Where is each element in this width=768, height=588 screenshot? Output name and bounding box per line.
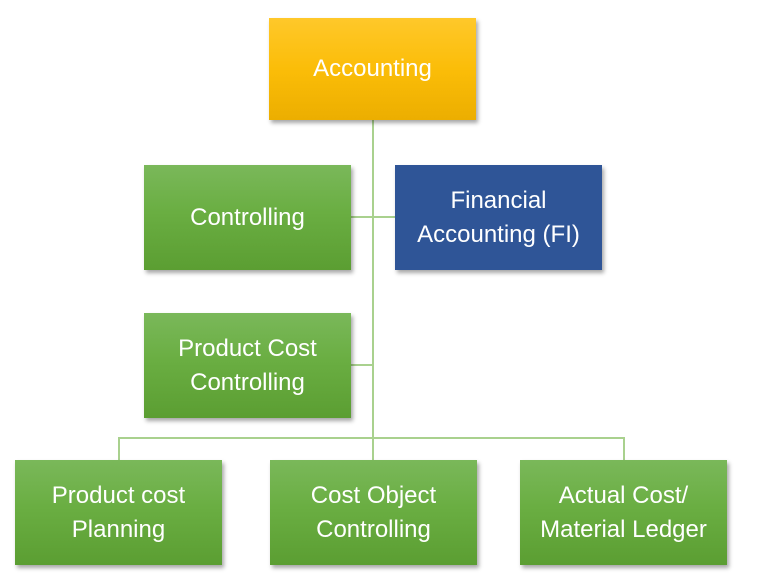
node-label-line2: Planning	[71, 515, 166, 543]
cost-object-controlling-node: Cost Object Controlling	[270, 460, 477, 565]
product-cost-controlling-node: Product Cost Controlling	[144, 313, 351, 418]
actual-cost-material-ledger-node: Actual Cost/ Material Ledger	[520, 460, 727, 565]
product-cost-controlling-connector	[351, 364, 373, 366]
controlling-node: Controlling	[144, 165, 351, 270]
node-label: Controlling	[190, 203, 305, 231]
node-label-line2: Controlling	[190, 368, 305, 396]
node-label-line2: Material Ledger	[540, 515, 707, 543]
node-label-line1: Cost Object	[310, 481, 437, 509]
leaves-bus-connector	[118, 437, 625, 439]
leaf1-connector	[118, 437, 120, 460]
node-label-line1: Product Cost	[178, 334, 317, 362]
node-label: Accounting	[313, 55, 432, 82]
node-label-line1: Actual Cost/	[558, 481, 689, 509]
product-cost-planning-node: Product cost Planning	[15, 460, 222, 565]
leaf3-connector	[623, 437, 625, 460]
node-label-line2: Controlling	[316, 515, 431, 543]
node-label-line1: Product cost	[51, 481, 186, 509]
node-label-line1: Financial	[450, 186, 547, 214]
trunk-connector	[372, 120, 374, 460]
controlling-connector	[351, 216, 395, 218]
node-label-line2: Accounting (FI)	[417, 220, 580, 248]
financial-accounting-node: Financial Accounting (FI)	[395, 165, 602, 270]
accounting-node: Accounting	[269, 18, 476, 120]
